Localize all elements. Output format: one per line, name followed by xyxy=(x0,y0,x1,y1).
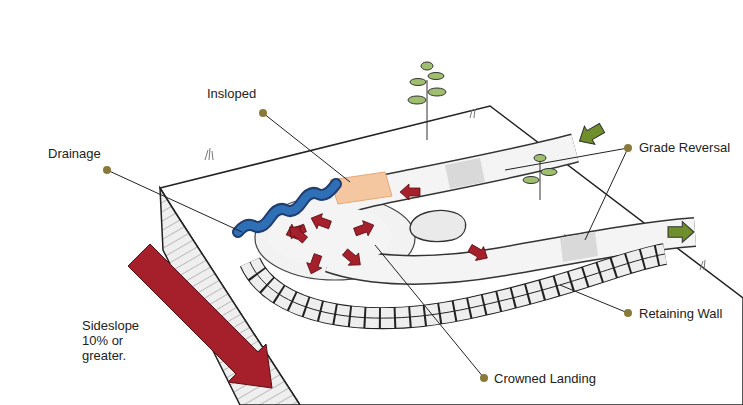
callout-label: Crowned Landing xyxy=(494,371,614,386)
drainage-water xyxy=(238,184,336,232)
grass-tufts xyxy=(205,109,705,270)
plant xyxy=(408,62,446,140)
callout-label: Sideslope 10% or greater. xyxy=(82,318,150,363)
travel-arrows xyxy=(574,119,694,242)
sideslope-arrow xyxy=(128,244,272,388)
leader-dots xyxy=(103,109,632,382)
callout-label: Insloped xyxy=(207,86,297,101)
flow-arrows xyxy=(283,184,491,277)
callout-label: Retaining Wall xyxy=(639,306,743,321)
rock xyxy=(410,210,466,241)
grade-reversal-patch xyxy=(445,158,485,189)
drainage-channel xyxy=(238,184,336,232)
callout-label: Drainage xyxy=(48,146,128,161)
leader-lines xyxy=(107,113,628,378)
callout-label: Grade Reversal xyxy=(639,140,743,155)
grade-reversal-patch xyxy=(560,232,598,262)
